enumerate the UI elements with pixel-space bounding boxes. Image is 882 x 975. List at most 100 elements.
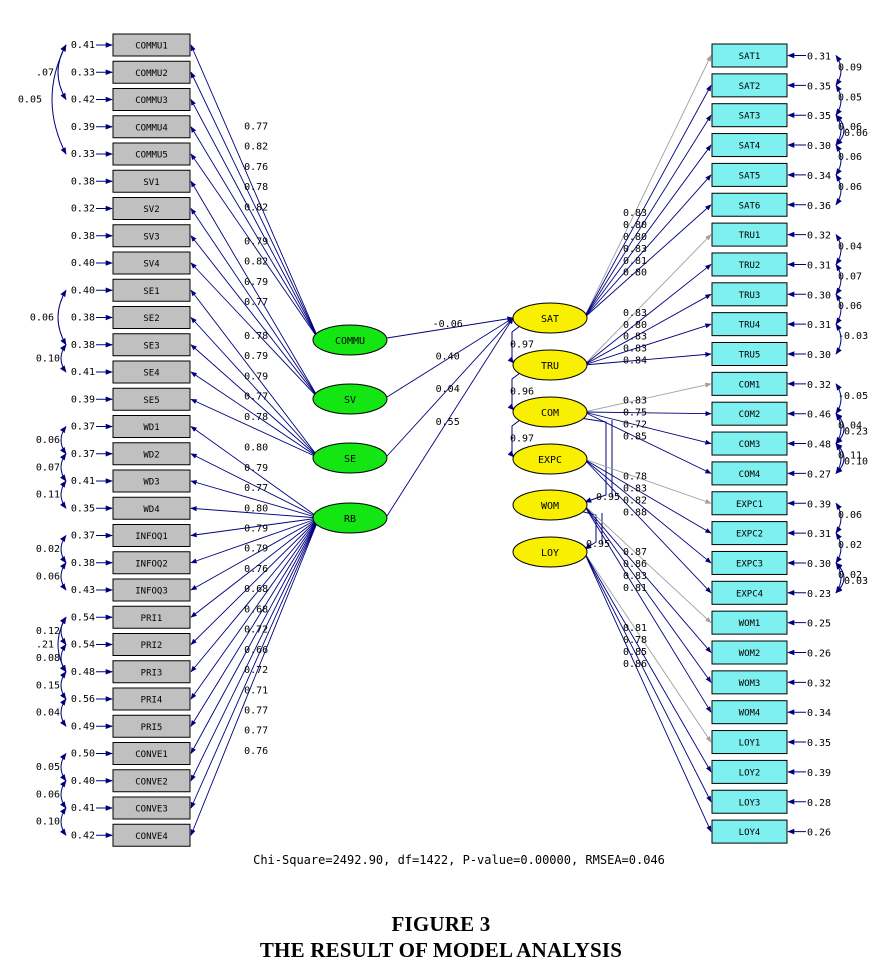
loading-label: 0.82: [623, 496, 647, 507]
loading-label: 0.71: [244, 685, 268, 696]
indicator-label: TRU4: [739, 321, 761, 331]
loading-label: 0.72: [244, 665, 268, 676]
exogenous-factor: [312, 442, 388, 474]
loading-path: [190, 153, 320, 341]
error-covariance: [60, 562, 67, 591]
loading-path: [190, 517, 320, 700]
factor-label: WOM: [541, 501, 559, 512]
error-covariance: [60, 752, 67, 782]
loading-label: 0.80: [244, 503, 268, 514]
loading-path: [190, 371, 320, 459]
indicator-label: EXPC2: [736, 530, 763, 540]
loading-path: [583, 504, 712, 683]
indicator-label: SAT5: [739, 171, 761, 181]
indicator-label: TRU5: [739, 351, 761, 361]
indicator-box: [112, 278, 191, 302]
loading-path: [583, 411, 712, 417]
covariance-label: 0.02: [36, 544, 60, 555]
error-label: 0.43: [71, 585, 95, 596]
covariance-label: 0.07: [36, 462, 60, 473]
structural-path: [579, 510, 597, 550]
loading-path: [583, 323, 712, 366]
loading-path: [583, 458, 712, 504]
indicator-box: [112, 742, 191, 765]
indicator-label: COMMU2: [135, 69, 168, 79]
indicator-label: COMMU3: [135, 96, 168, 106]
indicator-label: INFOQ2: [135, 559, 168, 569]
covariance-label: 0.11: [838, 450, 862, 461]
indicator-label: SE5: [143, 396, 159, 406]
error-label: 0.41: [71, 40, 95, 51]
error-label: 0.39: [807, 768, 831, 779]
indicator-label: COM3: [739, 440, 761, 450]
indicator-box: [711, 43, 788, 68]
loading-label: 0.77: [244, 483, 268, 494]
structural-coefficient: 0.97: [510, 340, 534, 351]
structural-coefficient: 0.55: [436, 417, 460, 428]
error-label: 0.34: [807, 708, 831, 719]
indicator-label: TRU2: [739, 261, 761, 271]
indicator-box: [112, 605, 191, 629]
loading-label: 0.76: [244, 564, 268, 575]
indicator-label: TRU1: [739, 231, 761, 241]
loading-path: [190, 317, 320, 459]
covariance-label: 0.02: [838, 570, 862, 581]
loading-label: 0.83: [623, 344, 647, 355]
error-label: 0.54: [71, 612, 95, 623]
indicator-label: WD4: [143, 505, 159, 515]
indicator-label: CONVE4: [135, 832, 168, 842]
error-label: 0.31: [807, 260, 831, 271]
indicator-label: TRU3: [739, 291, 761, 301]
indicator-box: [711, 610, 788, 635]
structural-path: [386, 317, 514, 457]
loading-label: 0.77: [244, 392, 268, 403]
indicator-box: [112, 333, 191, 357]
indicator-box: [112, 415, 191, 438]
error-label: 0.31: [807, 320, 831, 331]
loading-label: 0.79: [244, 463, 268, 474]
loading-path: [190, 98, 320, 341]
error-label: 0.30: [807, 350, 831, 361]
loading-path: [583, 504, 712, 624]
error-label: 0.32: [807, 231, 831, 242]
loading-label: 0.78: [623, 472, 647, 483]
indicator-label: COMMU5: [135, 151, 168, 161]
indicator-box: [112, 169, 191, 193]
covariance-label: 0.05: [36, 762, 60, 773]
indicator-label: WOM3: [739, 679, 761, 689]
loading-label: 0.78: [244, 412, 268, 423]
error-label: 0.56: [71, 694, 95, 705]
covariance-label: 0.06: [838, 301, 862, 312]
label-layer: 0.770.410.820.330.760.420.780.390.820.33…: [18, 40, 868, 841]
indicator-box: [112, 33, 191, 57]
indicator-box: [112, 769, 191, 793]
indicator-box: [112, 823, 191, 847]
covariance-label: 0.06: [844, 128, 868, 139]
indicator-box: [711, 162, 788, 187]
indicator-box: [711, 252, 788, 277]
indicator-box: [711, 371, 788, 396]
endogenous-factor: [512, 396, 588, 428]
indicator-label: SAT6: [739, 201, 761, 211]
loading-label: 0.79: [244, 524, 268, 535]
error-label: 0.33: [71, 67, 95, 78]
loading-path: [583, 411, 712, 474]
indicator-box: [711, 759, 788, 784]
loading-label: 0.83: [623, 396, 647, 407]
error-label: 0.35: [807, 738, 831, 749]
loading-label: 0.83: [623, 208, 647, 219]
error-covariance: [835, 234, 842, 266]
covariance-label: 0.06: [838, 152, 862, 163]
covariance-label: 0.07: [838, 271, 862, 282]
loading-label: 0.78: [244, 182, 268, 193]
loading-label: 0.86: [623, 559, 647, 570]
covariance-label: 0.06: [30, 313, 54, 324]
structural-path: [386, 317, 514, 398]
indicator-label: COM2: [739, 410, 761, 420]
error-label: 0.40: [71, 776, 95, 787]
error-covariance: [57, 289, 67, 346]
error-label: 0.31: [807, 52, 831, 63]
indicator-box: [711, 133, 788, 158]
loading-path: [190, 517, 320, 618]
error-covariance: [835, 562, 845, 594]
